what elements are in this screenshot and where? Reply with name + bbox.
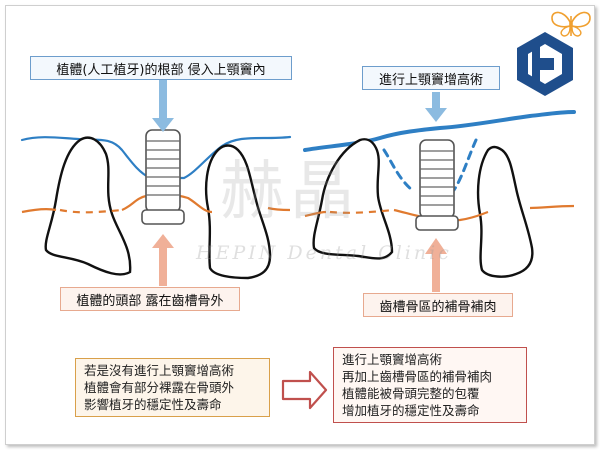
note-left-line-2: 植體會有部分裸露在骨頭外 — [84, 380, 235, 395]
watermark-english: HEPIN Dental Clinic — [196, 242, 452, 264]
label-sinus-lift: 進行上顎竇增高術 — [362, 66, 500, 90]
butterfly-icon — [551, 11, 591, 37]
right-bone-line — [304, 210, 327, 218]
right-top-arrow — [425, 92, 447, 122]
note-left-line-1: 若是沒有進行上顎竇增高術 — [84, 363, 235, 378]
left-panel-tooth-1 — [44, 136, 132, 276]
label-implant-root-in-sinus: 植體(人工植牙)的根部 侵入上顎竇內 — [30, 56, 292, 80]
right-graft-outline — [382, 138, 478, 192]
right-bone-line-end — [529, 204, 575, 210]
left-sinus-line — [20, 135, 292, 180]
left-implant — [141, 129, 185, 225]
note-without-sinus-lift: 若是沒有進行上顎竇增高術 植體會有部分裸露在骨頭外 影響植牙的穩定性及壽命 — [75, 358, 270, 417]
right-implant — [415, 139, 459, 231]
right-bottom-arrow — [425, 238, 447, 292]
right-panel-tooth-1 — [312, 138, 394, 260]
note-right-line-3: 植體能被骨頭完整的包覆 — [342, 386, 480, 401]
right-bone-line-dashed — [329, 208, 395, 214]
note-right-line-2: 再加上齒槽骨區的補骨補肉 — [342, 369, 493, 384]
left-bottom-arrow — [152, 234, 174, 286]
label-bone-graft: 齒槽骨區的補骨補肉 — [363, 293, 513, 317]
right-bone-line-graft — [393, 208, 489, 222]
comparison-arrow — [281, 370, 328, 410]
label-implant-head-exposed: 植體的頭部 露在齒槽骨外 — [60, 287, 240, 311]
left-bone-line-dashed — [59, 208, 123, 214]
note-right-line-4: 增加植牙的穩定性及壽命 — [342, 403, 480, 418]
watermark-chinese: 赫晶 — [220, 155, 360, 229]
left-top-arrow — [152, 80, 174, 132]
clinic-logo-icon — [517, 32, 573, 96]
left-bone-line-end — [267, 206, 291, 212]
note-right-line-1: 進行上顎竇增高術 — [342, 352, 443, 367]
left-panel-tooth-2 — [204, 144, 272, 280]
note-with-sinus-lift: 進行上顎竇增高術 再加上齒槽骨區的補骨補肉 植體能被骨頭完整的包覆 增加植牙的穩… — [333, 347, 527, 423]
note-left-line-3: 影響植牙的穩定性及壽命 — [84, 397, 222, 412]
left-bone-line — [21, 208, 57, 214]
